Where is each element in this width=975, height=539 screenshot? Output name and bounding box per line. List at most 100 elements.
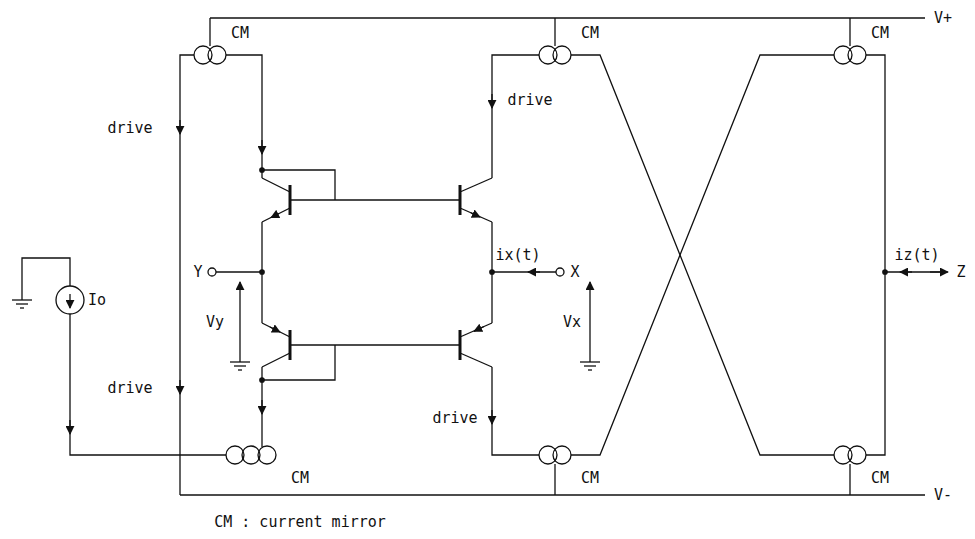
current-arrow: [528, 271, 540, 272]
current-arrow: [271, 214, 279, 218]
wire: [492, 55, 539, 178]
ground-symbol: [588, 369, 592, 370]
current-arrow: [474, 327, 484, 332]
note-text: CM : current mirror: [212, 514, 388, 531]
current-mirror-symbol: [258, 446, 276, 464]
wire: [492, 367, 539, 455]
supply-rail: [180, 494, 925, 495]
mirror-label: CM: [579, 470, 601, 487]
ground-symbol: [238, 369, 242, 370]
current-arrow: [930, 271, 948, 272]
current-mirror-symbol: [194, 46, 866, 464]
transistor-symbol: [460, 178, 492, 192]
current-label: ix(t): [493, 247, 542, 264]
wire: [554, 18, 555, 46]
terminal-symbol: [556, 268, 564, 276]
wire: [209, 18, 210, 46]
terminal-label: X: [568, 264, 581, 281]
drive-label: drive: [105, 380, 154, 397]
voltage-arrow: [240, 282, 590, 362]
mirror-label: CM: [289, 470, 311, 487]
terminal-symbol: [208, 268, 564, 276]
voltage-arrow: [239, 282, 240, 362]
current-mirror-symbol: [834, 446, 852, 464]
drive-label: drive: [105, 120, 154, 137]
current-mirror-symbol: [539, 46, 557, 64]
current-mirror-symbol: [553, 446, 571, 464]
terminal-label: Z: [954, 264, 967, 281]
drive-label: drive: [505, 92, 554, 109]
current-arrow: [70, 94, 948, 434]
mirror-label: CM: [869, 470, 891, 487]
terminal-symbol: [208, 268, 216, 276]
supply-rail: [180, 18, 925, 495]
current-arrow: [261, 140, 262, 154]
supply-label: V-: [932, 487, 954, 504]
node-dot: [883, 270, 887, 274]
current-mirror-symbol: [553, 46, 571, 64]
wire: [22, 18, 945, 495]
terminal-label: Y: [191, 264, 204, 281]
current-mirror-symbol: [539, 446, 557, 464]
wire: [554, 464, 555, 495]
circuit-schematic: [12, 18, 948, 495]
transistor-symbol: [262, 353, 290, 367]
wire: [226, 55, 262, 178]
current-label: iz(t): [892, 247, 941, 264]
node-dot: [490, 270, 494, 274]
transistor-symbol: [262, 208, 290, 222]
node-dot: [260, 168, 887, 382]
ground-symbol: [16, 303, 28, 304]
wire: [849, 464, 850, 495]
wire: [492, 271, 556, 272]
current-arrow: [491, 410, 492, 424]
mirror-label: CM: [229, 25, 251, 42]
current-arrow: [491, 94, 492, 108]
current-source-symbol: [56, 286, 84, 314]
voltage-arrow: [589, 282, 590, 362]
transistor-symbol: [459, 185, 462, 215]
transistor-symbol: [459, 330, 462, 360]
transistor-symbol: [460, 208, 492, 222]
current-arrow: [471, 213, 480, 217]
wire: [571, 55, 834, 455]
wire: [290, 344, 460, 345]
wire: [262, 345, 335, 380]
ground-symbol: [234, 365, 246, 366]
current-arrow: [69, 420, 70, 434]
ground-symbol: [12, 300, 600, 370]
current-mirror-symbol: [848, 46, 866, 64]
ground-symbol: [230, 361, 250, 362]
wire: [262, 170, 335, 200]
current-mirror-symbol: [226, 446, 244, 464]
transistor-symbol: [289, 330, 292, 360]
transistor-symbol: [460, 353, 492, 367]
ground-symbol: [20, 307, 24, 308]
transistor-symbol: [262, 178, 290, 192]
supply-rail: [210, 17, 925, 18]
current-arrow: [179, 380, 180, 394]
wire: [290, 199, 460, 200]
node-dot: [260, 168, 264, 172]
ground-symbol: [12, 299, 32, 300]
transistor-symbol: [262, 178, 492, 367]
wire: [70, 314, 226, 455]
voltage-label: Vx: [561, 314, 583, 331]
supply-label: V+: [932, 10, 954, 27]
current-arrow: [69, 294, 70, 308]
wire: [22, 258, 70, 300]
wire: [216, 271, 262, 272]
current-mirror-symbol: [834, 46, 852, 64]
wire: [849, 18, 850, 46]
node-dot: [260, 270, 264, 274]
source-label: Io: [86, 292, 108, 309]
current-arrow: [270, 327, 280, 332]
voltage-label: Vy: [204, 314, 226, 331]
current-arrow: [179, 120, 180, 134]
mirror-label: CM: [579, 25, 601, 42]
current-mirror-symbol: [242, 446, 260, 464]
ground-symbol: [584, 365, 596, 366]
